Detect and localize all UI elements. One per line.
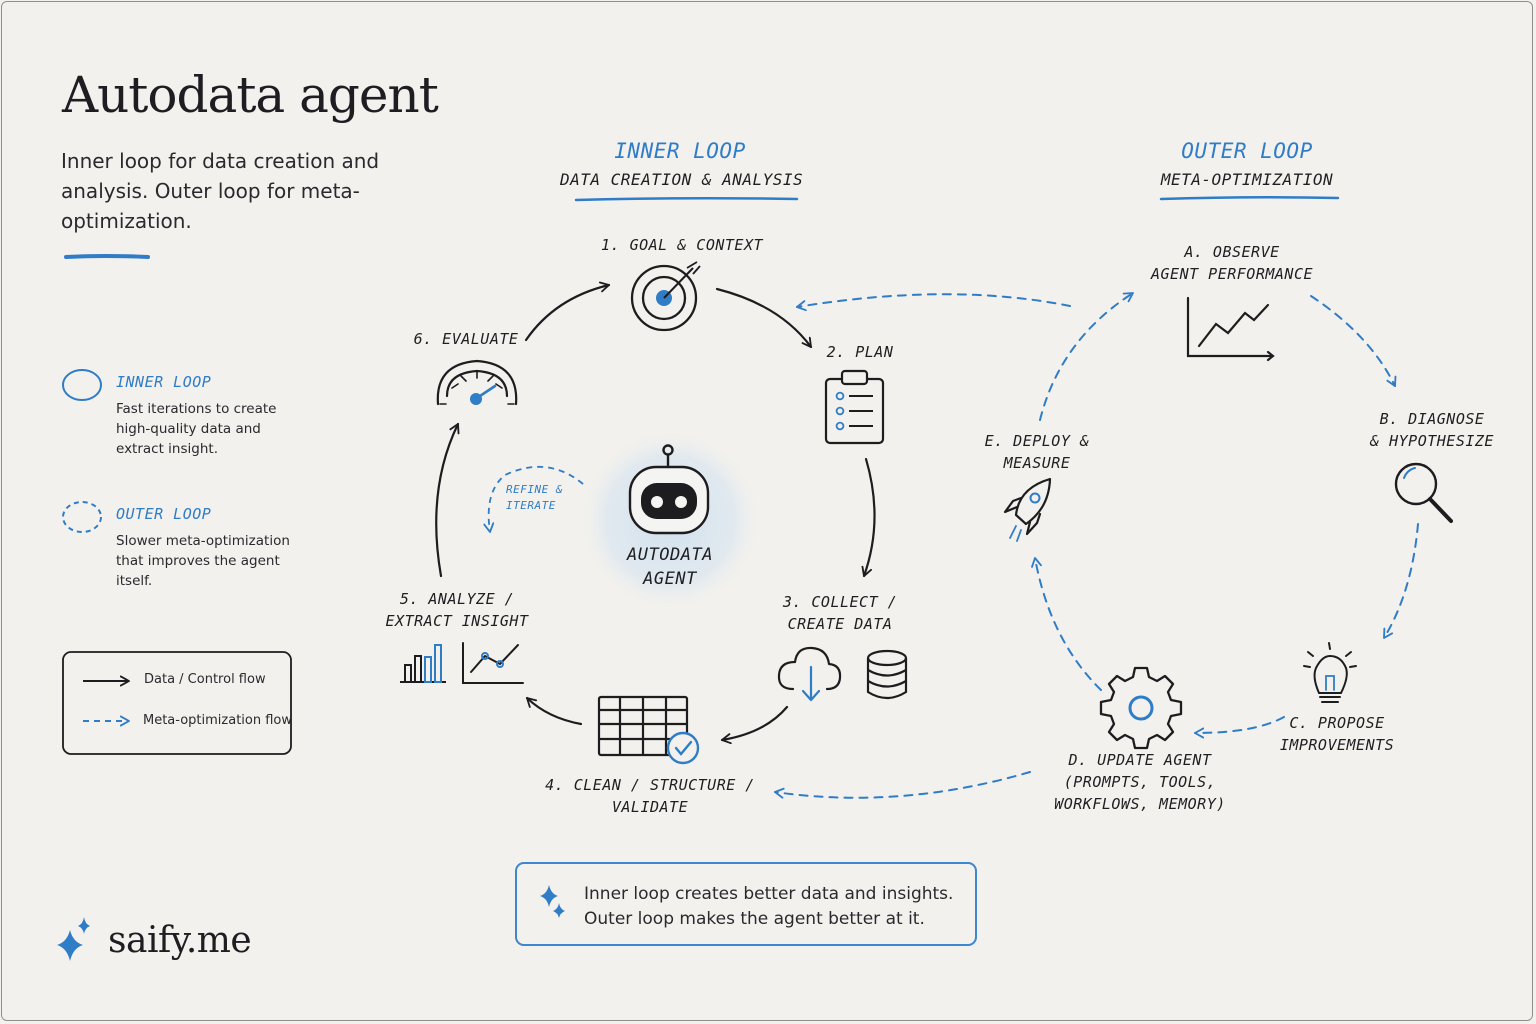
legend-outer-title: OUTER LOOP: [116, 505, 212, 523]
legend-key-box: [62, 651, 292, 755]
cloud-download-icon: [777, 646, 842, 702]
outer-loop-heading: OUTER LOOP: [1181, 139, 1313, 163]
step-clean-label: 4. CLEAN / STRUCTURE / VALIDATE: [545, 776, 755, 816]
arrow-clean-to-analyze: [525, 696, 583, 726]
summary-callout: [515, 862, 977, 946]
target-icon: [630, 261, 701, 332]
step-collect-label: 3. COLLECT / CREATE DATA: [782, 593, 898, 633]
rocket-icon: [1003, 477, 1052, 542]
inner-loop-subheading: DATA CREATION & ANALYSIS: [560, 170, 804, 189]
brand-sparkle-icon: [57, 917, 90, 961]
step-deploy-label: E. DEPLOY & MEASURE: [984, 432, 1090, 472]
step-goal-context-label: 1. GOAL & CONTEXT: [600, 236, 764, 254]
arrow-observe-to-diagnose: [1310, 295, 1397, 387]
database-icon: [866, 649, 908, 700]
inner-loop-arrows: [435, 281, 876, 745]
callout-line-2: Outer loop makes the agent better at it.: [584, 909, 925, 929]
step-propose-label: C. PROPOSE IMPROVEMENTS: [1279, 714, 1395, 754]
page-subtitle: Inner loop for data creation and analysi…: [61, 149, 380, 233]
callout-sparkle-icon: [540, 885, 565, 918]
legend-data-flow-label: Data / Control flow: [144, 672, 266, 687]
arrow-analyze-to-evaluate: [435, 422, 460, 578]
step-observe-label: A. OBSERVE AGENT PERFORMANCE: [1150, 243, 1314, 283]
line-chart-icon: [1186, 296, 1275, 362]
step-evaluate-label: 6. EVALUATE: [413, 330, 519, 348]
arrow-collect-to-clean: [720, 705, 789, 745]
legend-outer-swatch: [62, 501, 102, 533]
step-update-label: D. UPDATE AGENT (PROMPTS, TOOLS, WORKFLO…: [1054, 751, 1226, 813]
arrow-evaluate-to-goal: [524, 281, 611, 342]
legend-inner-swatch: [62, 369, 102, 401]
gauge-icon: [436, 359, 518, 406]
magnifier-icon: [1394, 462, 1453, 523]
arrow-goal-to-plan: [715, 287, 813, 349]
arrow-plan-to-collect: [861, 457, 876, 578]
brand-logo-text: saify.me: [108, 920, 252, 961]
clipboard-icon: [824, 369, 885, 445]
outer-loop-arrows: [774, 292, 1419, 799]
legend-inner-desc: Fast iterations to create high-quality d…: [116, 401, 277, 457]
outer-heading-underline: [1159, 195, 1340, 201]
robot-icon: [628, 444, 710, 535]
arrow-deploy-to-observe: [1039, 292, 1134, 421]
table-check-icon: [597, 695, 700, 765]
gear-icon: [1099, 666, 1183, 750]
arrow-propose-to-update: [1194, 716, 1285, 739]
lightbulb-icon: [1303, 642, 1357, 703]
inner-loop-heading: INNER LOOP: [614, 139, 746, 163]
outer-loop-subheading: META-OPTIMIZATION: [1160, 170, 1334, 189]
step-analyze-label: 5. ANALYZE / EXTRACT INSIGHT: [385, 590, 529, 630]
page-title: Autodata agent: [62, 66, 439, 124]
refine-arrow: [483, 465, 584, 533]
legend-meta-flow-label: Meta-optimization flow: [143, 713, 292, 728]
bar-chart-icon: [400, 644, 446, 683]
step-plan-label: 2. PLAN: [826, 343, 894, 361]
line-chart-small-icon: [462, 642, 524, 684]
legend-outer-desc: Slower meta-optimization that improves t…: [116, 533, 290, 589]
refine-iterate-note: REFINE & ITERATE: [506, 483, 563, 512]
arrow-diagnose-to-propose: [1383, 523, 1419, 639]
title-underline: [64, 254, 150, 259]
callout-line-1: Inner loop creates better data and insig…: [584, 884, 954, 904]
arrow-update-to-deploy: [1031, 557, 1102, 691]
legend-inner-title: INNER LOOP: [116, 373, 212, 391]
arrow-update-to-clean: [774, 771, 1031, 799]
inner-heading-underline: [574, 196, 799, 202]
arrow-outer-to-goal: [796, 293, 1071, 312]
agent-center-label: AUTODATA AGENT: [627, 545, 713, 589]
step-diagnose-label: B. DIAGNOSE & HYPOTHESIZE: [1370, 410, 1494, 450]
summary-callout-text: Inner loop creates better data and insig…: [584, 882, 953, 932]
